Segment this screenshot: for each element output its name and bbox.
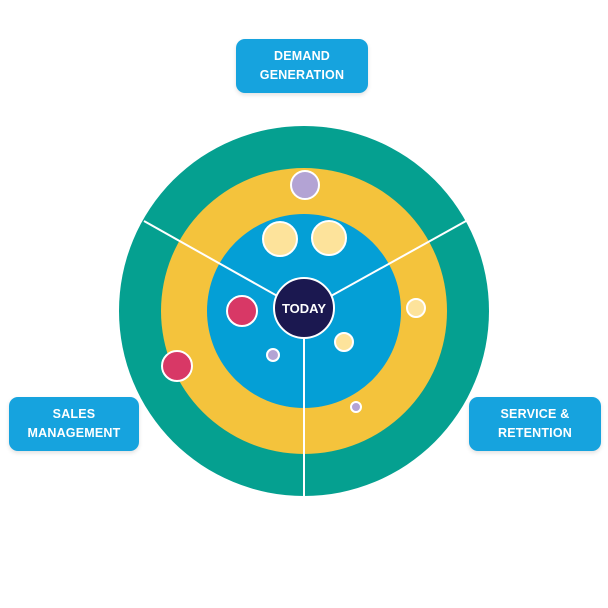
lavender-dot-small-center [266,348,280,362]
sales-management-line1: SALES [52,407,96,421]
dots-layer [161,170,426,413]
cream-dot-right [406,298,426,318]
cream-dot-upper-right [311,220,347,256]
sales-management-label: SALES MANAGEMENT [9,397,139,451]
service-retention-line2: RETENTION [497,426,573,440]
demand-generation-label: DEMAND GENERATION [236,39,368,93]
sales-management-line2: MANAGEMENT [27,426,121,440]
crimson-dot-left-outer [161,350,193,382]
service-retention-line1: SERVICE & [500,407,570,421]
cream-dot-lower-right [334,332,354,352]
demand-generation-line2: GENERATION [259,68,345,82]
cream-dot-upper-left [262,221,298,257]
today-label: TODAY [282,301,326,316]
lavender-dot-small-lower [350,401,362,413]
demand-generation-line1: DEMAND [273,49,331,63]
crimson-dot-left-inner [226,295,258,327]
lavender-dot-top [290,170,320,200]
today-center-circle [273,277,335,339]
service-retention-label: SERVICE & RETENTION [469,397,601,451]
